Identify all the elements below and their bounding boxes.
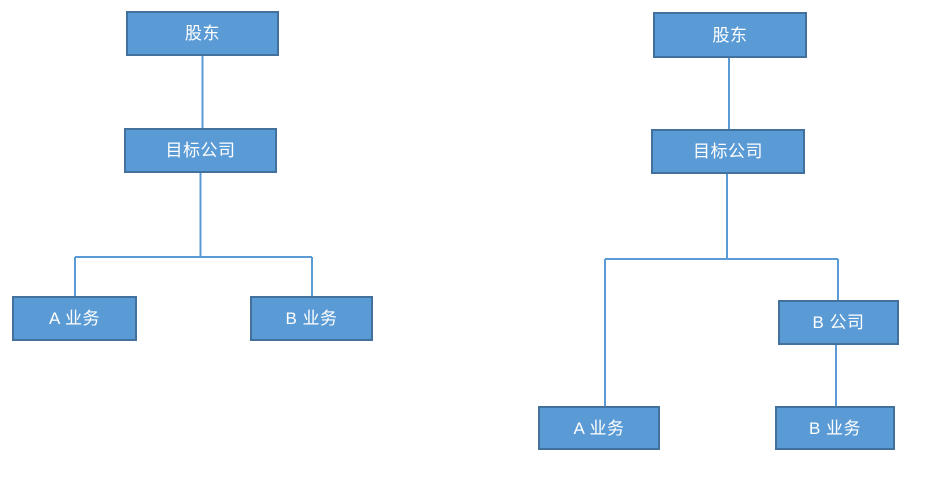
node-business-a-left[interactable]: A 业务 bbox=[12, 296, 137, 341]
node-business-b-right[interactable]: B 业务 bbox=[775, 406, 895, 450]
node-label: 目标公司 bbox=[165, 141, 236, 160]
node-shareholder-right[interactable]: 股东 bbox=[653, 12, 807, 58]
node-label: B 公司 bbox=[812, 313, 865, 332]
node-label: B 业务 bbox=[808, 418, 862, 438]
node-business-a-right[interactable]: A 业务 bbox=[538, 406, 660, 450]
node-target-company-right[interactable]: 目标公司 bbox=[651, 129, 805, 174]
node-business-b-left[interactable]: B 业务 bbox=[250, 296, 373, 341]
node-target-company-left[interactable]: 目标公司 bbox=[124, 128, 277, 173]
node-label: 股东 bbox=[185, 24, 220, 43]
node-label: B 业务 bbox=[285, 309, 338, 328]
node-label: A 业务 bbox=[573, 418, 625, 438]
node-company-b-right[interactable]: B 公司 bbox=[778, 300, 899, 345]
node-label: A 业务 bbox=[48, 309, 101, 328]
node-label: 目标公司 bbox=[693, 142, 763, 161]
node-label: 股东 bbox=[712, 25, 748, 45]
node-shareholder-left[interactable]: 股东 bbox=[126, 11, 279, 56]
